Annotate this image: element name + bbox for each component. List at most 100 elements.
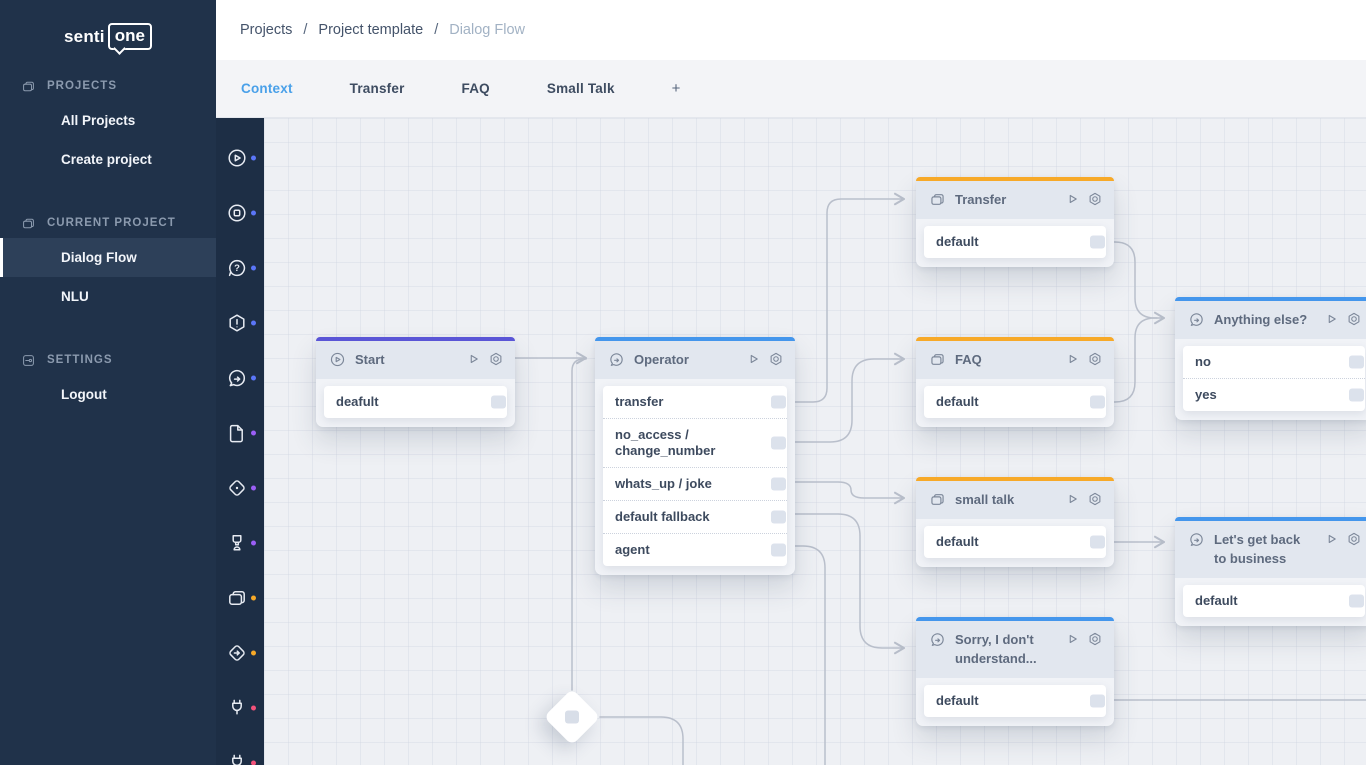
sidebar-item-dialog-flow[interactable]: Dialog Flow [0,238,216,277]
node-output-no-access-change-number[interactable]: no_access / change_number [603,418,787,467]
palette-tool-document-icon[interactable] [216,405,264,460]
main-area: Projects/Project template/Dialog Flow Co… [216,0,1366,765]
run-node-button[interactable] [1064,631,1080,647]
palette-tool-diamond-dot-icon[interactable] [216,460,264,515]
tab-small-talk[interactable]: Small Talk [546,81,615,96]
breadcrumb-item-projects[interactable]: Projects [240,22,293,38]
node-header[interactable]: Sorry, I don't understand... [916,621,1114,678]
flow-node-small-talk[interactable]: small talk default [916,477,1114,567]
breadcrumb: Projects/Project template/Dialog Flow [240,22,525,38]
node-settings-button[interactable] [1346,311,1362,327]
run-node-button[interactable] [745,351,761,367]
sidebar-section-current-project: CURRENT PROJECT [0,208,216,238]
node-settings-button[interactable] [1087,491,1103,507]
palette-tool-plug-icon[interactable] [216,680,264,735]
palette-tool-stop-circle-icon[interactable] [216,185,264,240]
node-card: default [1183,585,1365,617]
node-output-deafult[interactable]: deafult [324,386,507,418]
connector-port[interactable] [1090,694,1105,708]
node-output-default[interactable]: default [924,386,1106,418]
flow-canvas[interactable]: ? Start deafult Oper [216,118,1366,765]
flow-node-back-to-business[interactable]: Let's get back to business default [1175,517,1366,626]
node-header[interactable]: Transfer [916,181,1114,219]
sidebar-item-logout[interactable]: Logout [0,375,216,414]
sidebar-item-label: All Projects [61,113,136,128]
connector-port[interactable] [771,477,786,491]
node-header[interactable]: Operator [595,341,795,379]
node-title: Let's get back to business [1214,532,1301,566]
node-header[interactable]: FAQ [916,341,1114,379]
sidebar-section-settings: SETTINGS [0,345,216,375]
connector-port[interactable] [771,543,786,557]
connector-port[interactable] [491,395,506,409]
diamond-connector-node[interactable] [543,688,601,746]
node-output-transfer[interactable]: transfer [603,386,787,418]
sidebar-item-create-project[interactable]: Create project [0,140,216,179]
node-settings-button[interactable] [1087,631,1103,647]
node-actions [1064,631,1103,647]
palette-tool-stamp-icon[interactable] [216,515,264,570]
connector-port[interactable] [1349,594,1364,608]
tab-transfer[interactable]: Transfer [349,81,405,96]
question-bubble-icon: ? [226,257,248,279]
node-output-yes[interactable]: yes [1183,378,1365,411]
flow-node-operator[interactable]: Operator transfer no_access / change_num… [595,337,795,575]
node-header[interactable]: Let's get back to business [1175,521,1366,578]
node-output-default[interactable]: default [924,685,1106,717]
node-output-default[interactable]: default [924,226,1106,258]
node-settings-button[interactable] [1087,351,1103,367]
node-output-label: deafult [336,394,379,409]
flow-node-sorry[interactable]: Sorry, I don't understand... default [916,617,1114,726]
add-tab-button[interactable]: + [671,80,681,97]
node-header[interactable]: Start [316,341,515,379]
node-settings-button[interactable] [1346,531,1362,547]
node-header[interactable]: small talk [916,481,1114,519]
tool-status-dot [251,375,256,380]
node-output-default[interactable]: default [1183,585,1365,617]
run-node-button[interactable] [1064,351,1080,367]
connector-port[interactable] [771,510,786,524]
node-settings-button[interactable] [1087,191,1103,207]
connector-port[interactable] [1349,355,1364,369]
node-header[interactable]: Anything else? [1175,301,1366,339]
palette-tool-alert-hexagon-icon[interactable] [216,295,264,350]
node-output-default-fallback[interactable]: default fallback [603,500,787,533]
run-node-button[interactable] [1064,491,1080,507]
connector-port[interactable] [565,710,579,724]
sidebar-item-all-projects[interactable]: All Projects [0,101,216,140]
palette-tool-question-bubble-icon[interactable]: ? [216,240,264,295]
connector-port[interactable] [1349,388,1364,402]
flow-node-faq[interactable]: FAQ default [916,337,1114,427]
flow-node-start[interactable]: Start deafult [316,337,515,427]
sidebar-item-nlu[interactable]: NLU [0,277,216,316]
tool-status-dot [251,540,256,545]
connector-port[interactable] [1090,235,1105,249]
node-output-no[interactable]: no [1183,346,1365,378]
run-node-button[interactable] [465,351,481,367]
flow-node-transfer[interactable]: Transfer default [916,177,1114,267]
run-node-button[interactable] [1064,191,1080,207]
sentione-logo: senti one [0,0,216,56]
node-output-agent[interactable]: agent [603,533,787,566]
connector-port[interactable] [771,436,786,450]
connector-port[interactable] [1090,535,1105,549]
connector-port[interactable] [1090,395,1105,409]
palette-tool-chat-arrow-icon[interactable] [216,350,264,405]
run-node-button[interactable] [1323,311,1339,327]
tab-context[interactable]: Context [241,81,293,96]
node-settings-button[interactable] [488,351,504,367]
palette-tool-cards-stack-icon[interactable] [216,570,264,625]
palette-tool-plug-icon[interactable] [216,735,264,765]
node-title: Transfer [955,192,1007,207]
cards-stack-icon [929,351,946,368]
node-settings-button[interactable] [768,351,784,367]
breadcrumb-item-project-template[interactable]: Project template [318,22,424,38]
connector-port[interactable] [771,395,786,409]
palette-tool-play-circle-icon[interactable] [216,130,264,185]
node-output-whats-up-joke[interactable]: whats_up / joke [603,467,787,500]
palette-tool-diamond-arrow-icon[interactable] [216,625,264,680]
flow-node-anything-else[interactable]: Anything else? no yes [1175,297,1366,420]
node-output-default[interactable]: default [924,526,1106,558]
run-node-button[interactable] [1323,531,1339,547]
tab-faq[interactable]: FAQ [461,81,490,96]
